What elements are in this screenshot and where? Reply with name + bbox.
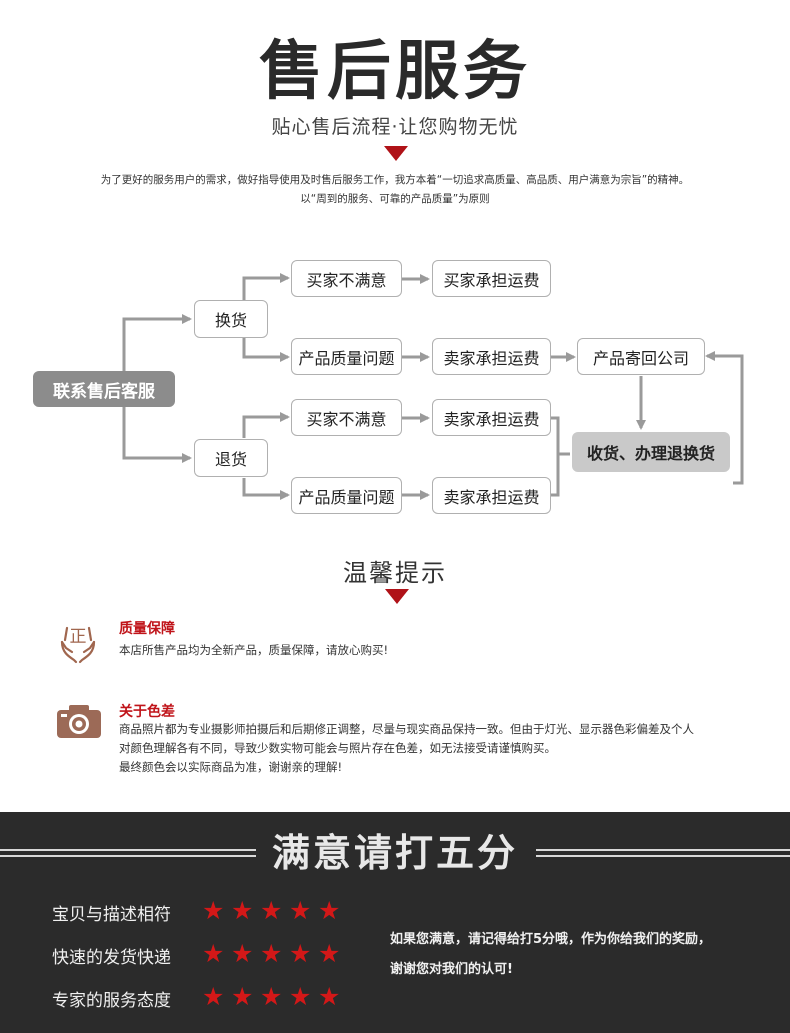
star-icon[interactable]: ★ <box>260 939 283 968</box>
star-icon[interactable]: ★ <box>231 982 254 1011</box>
thanks-line-2: 谢谢您对我们的认可! <box>390 962 513 977</box>
page-subtitle: 贴心售后流程·让您购物无忧 <box>271 116 519 138</box>
rating-label-description: 宝贝与描述相符 <box>52 905 171 925</box>
star-icon[interactable]: ★ <box>289 896 312 925</box>
flow-rf-buyer-pays: 卖家承担运费 <box>432 399 551 436</box>
intro-line-2: 以“周到的服务、可靠的产品质量”为原则 <box>300 193 490 205</box>
title-divider-left <box>0 849 256 857</box>
camera-icon <box>56 703 102 739</box>
star-icon[interactable]: ★ <box>202 982 225 1011</box>
rating-stars-service[interactable]: ★ ★ ★ ★ ★ <box>202 984 341 1009</box>
color-diff-body-2: 对颜色理解各有不同，导致少数实物可能会与照片存在色差，如无法接受请谨慎购买。 <box>119 741 556 755</box>
color-diff-title: 关于色差 <box>119 704 175 720</box>
star-icon[interactable]: ★ <box>260 982 283 1011</box>
flow-start-contact-service: 联系售后客服 <box>33 371 175 407</box>
rating-stars-shipping[interactable]: ★ ★ ★ ★ ★ <box>202 941 341 966</box>
tips-title: 温馨提示 <box>343 559 447 587</box>
star-icon[interactable]: ★ <box>202 939 225 968</box>
svg-text:正: 正 <box>70 627 87 647</box>
star-icon[interactable]: ★ <box>318 982 341 1011</box>
rating-section <box>0 812 790 1033</box>
flow-ex-buyer-pays: 买家承担运费 <box>432 260 551 297</box>
flow-ex-buyer-unhappy: 买家不满意 <box>291 260 402 297</box>
thanks-line-1: 如果您满意，请记得给打5分哦，作为你给我们的奖励， <box>390 932 712 947</box>
down-triangle-icon <box>385 589 409 604</box>
star-icon[interactable]: ★ <box>318 939 341 968</box>
flow-ex-quality-issue: 产品质量问题 <box>291 338 402 375</box>
star-icon[interactable]: ★ <box>202 896 225 925</box>
flow-ex-seller-pays: 卖家承担运费 <box>432 338 551 375</box>
quality-title: 质量保障 <box>119 621 175 637</box>
star-icon[interactable]: ★ <box>289 982 312 1011</box>
star-icon[interactable]: ★ <box>231 896 254 925</box>
flow-rf-quality-issue: 产品质量问题 <box>291 477 402 514</box>
rating-label-service: 专家的服务态度 <box>52 991 171 1011</box>
quality-body: 本店所售产品均为全新产品，质量保障，请放心购买! <box>119 643 389 657</box>
title-divider-right <box>536 849 790 857</box>
color-diff-body-1: 商品照片都为专业摄影师拍摄后和后期修正调整，尽量与现实商品保持一致。但由于灯光、… <box>119 722 694 736</box>
color-diff-body-3: 最终颜色会以实际商品为准，谢谢亲的理解! <box>119 760 343 774</box>
star-icon[interactable]: ★ <box>231 939 254 968</box>
rating-title: 满意请打五分 <box>271 830 518 875</box>
star-icon[interactable]: ★ <box>318 896 341 925</box>
rating-label-shipping: 快速的发货快递 <box>52 948 171 968</box>
rating-stars-description[interactable]: ★ ★ ★ ★ ★ <box>202 898 341 923</box>
flow-exchange: 换货 <box>194 300 268 338</box>
flow-refund: 退货 <box>194 439 268 477</box>
flow-rf-seller-pays: 卖家承担运费 <box>432 477 551 514</box>
page-title: 售后服务 <box>259 35 531 109</box>
flow-rf-buyer-unhappy: 买家不满意 <box>291 399 402 436</box>
star-icon[interactable]: ★ <box>289 939 312 968</box>
quality-hands-icon: 正 <box>56 618 100 664</box>
down-triangle-icon <box>384 146 408 161</box>
flow-ship-back: 产品寄回公司 <box>577 338 705 375</box>
flow-receive-process: 收货、办理退换货 <box>572 432 730 472</box>
star-icon[interactable]: ★ <box>260 896 283 925</box>
intro-line-1: 为了更好的服务用户的需求，做好指导使用及时售后服务工作，我方本着“一切追求高质量… <box>100 174 690 186</box>
